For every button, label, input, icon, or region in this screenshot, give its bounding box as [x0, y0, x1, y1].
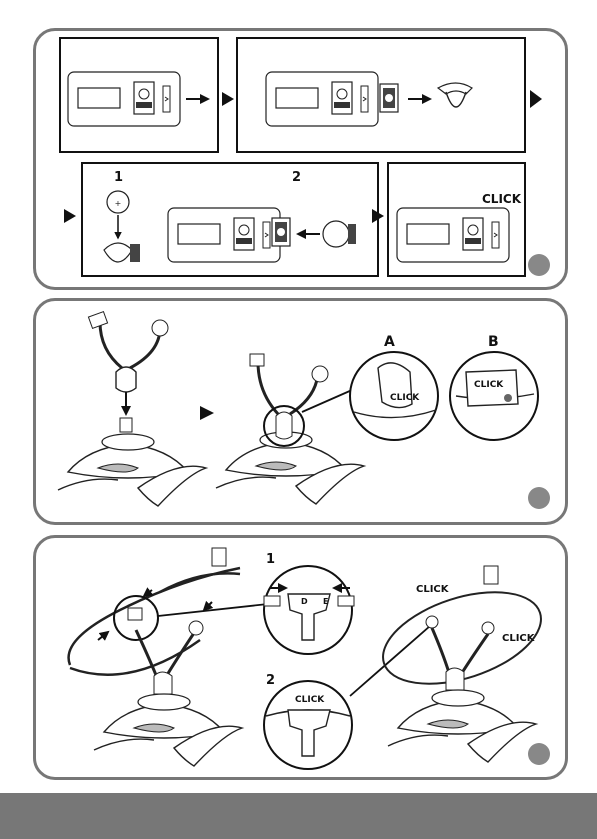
battery-step-box-4: CLICK [388, 163, 525, 276]
click-label-detail: CLICK [295, 695, 325, 705]
arrow-icon-step1 [222, 92, 234, 106]
detail-circle-step1: 1 D E [264, 552, 354, 654]
arrow-icon-step2 [530, 90, 542, 108]
label-b: B [488, 334, 499, 350]
battery-step-box-3: 1 2 + [82, 163, 378, 276]
arrow-icon-step3 [64, 209, 76, 223]
click-label: CLICK [482, 192, 522, 206]
svg-text:+: + [115, 199, 122, 208]
hoop-completed-drawing: CLICK CLICK [372, 566, 553, 762]
hoop-step-number-2: 2 [266, 673, 275, 688]
battery-step-box-1 [60, 38, 218, 152]
click-label-right: CLICK [502, 633, 536, 644]
hoop-step-number-1: 1 [266, 552, 275, 567]
label-a: A [384, 334, 395, 350]
seat-mounted-drawing [216, 354, 364, 504]
footer-bar [0, 793, 597, 839]
detail-circle-a: A CLICK [350, 334, 438, 440]
detail-circle-step2: 2 CLICK [264, 673, 352, 769]
arrow-icon-mount [200, 406, 214, 420]
click-label-top: CLICK [416, 584, 450, 595]
step-number-1: 1 [114, 170, 123, 185]
step-number-2: 2 [292, 170, 301, 185]
detail-circle-b: B CLICK [450, 334, 538, 440]
marker-d: D [301, 597, 308, 606]
seat-assembly-drawing [58, 312, 206, 506]
click-label-b: CLICK [474, 380, 504, 390]
battery-step-box-2 [237, 38, 525, 152]
click-label-a: CLICK [390, 393, 420, 403]
hoop-attach-drawing [69, 548, 268, 766]
marker-e: E [323, 597, 328, 606]
